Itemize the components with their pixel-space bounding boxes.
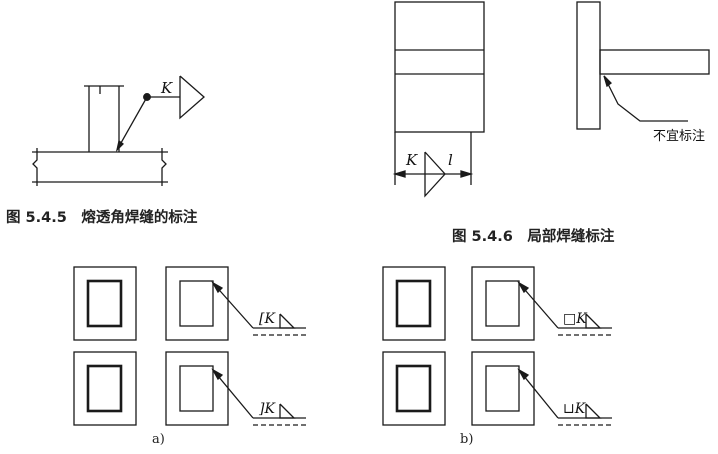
weld-symbol-b-bottom: ⊔K [563,401,586,417]
subfigure-label-b: b) [460,432,474,447]
weld-symbol-a-top: [K [259,311,275,327]
weld-length-label: l [448,151,453,169]
subfig-a-drawing [73,266,306,426]
caption-fig-546: 图 5.4.6 局部焊缝标注 [452,229,615,245]
subfig-b-drawing [382,266,612,426]
not-suitable-note: 不宜标注 [653,129,706,144]
fig-546-drawing [392,1,710,198]
caption-fig-545: 图 5.4.5 熔透角焊缝的标注 [6,210,198,226]
weld-symbol-b-top: □K [563,311,587,327]
weld-size-label-546: K [406,151,418,169]
weld-symbol-a-bottom: ]K [259,401,275,417]
subfigure-label-a: a) [152,432,165,447]
fig-545-drawing [32,75,205,186]
weld-size-label-545: K [161,79,173,97]
